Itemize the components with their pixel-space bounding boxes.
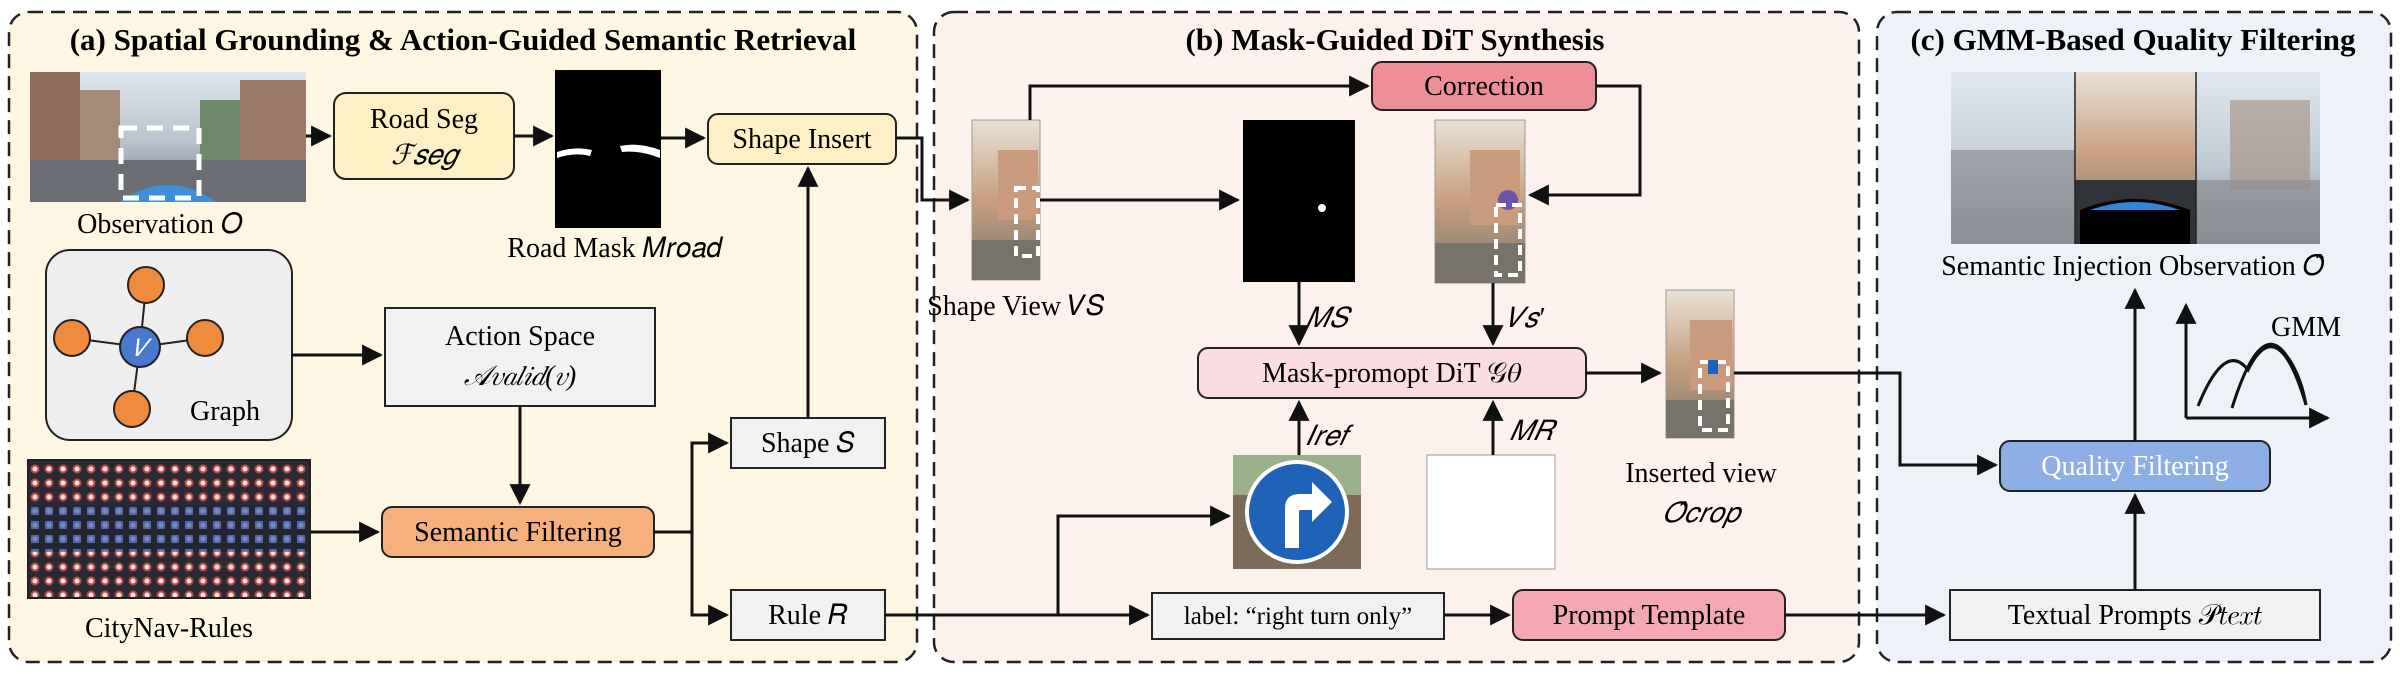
shape-view-label: Shape View 𝑉𝑆 [927, 291, 1105, 322]
road-mask-image [555, 70, 661, 228]
semantic-injection-image [1951, 72, 2320, 244]
semantic-filtering-label: Semantic Filtering [414, 517, 622, 548]
panel-b-arrows [885, 75, 1999, 626]
observation-image [30, 72, 306, 202]
panel-b-title: (b) Mask-Guided DiT Synthesis [1186, 22, 1605, 57]
gmm-plot [2175, 302, 2331, 429]
panel-c-title: (c) GMM-Based Quality Filtering [1910, 22, 2356, 57]
gmm-label: GMM [2271, 312, 2341, 343]
prompt-template-label: Prompt Template [1553, 600, 1746, 631]
iref-label: 𝐼𝑟𝑒𝑓 [1306, 421, 1355, 452]
road-seg-label: Road Seg [370, 104, 478, 135]
ms-label: 𝑀𝑆 [1306, 303, 1353, 334]
mr-label: 𝑀𝑅 [1510, 416, 1558, 447]
graph-label: Graph [190, 396, 260, 427]
label-box [1151, 592, 1445, 640]
textual-prompts-label: Textual Prompts 𝒫𝑡𝑒𝑥𝑡 [2008, 600, 2263, 631]
shape-insert-label: Shape Insert [732, 124, 871, 155]
rule-label: Rule 𝑅 [768, 600, 848, 631]
vs-label: 𝑉𝑠′ [1506, 303, 1545, 334]
dit-label: Mask-promopt DiT 𝒢𝜃 [1262, 358, 1522, 389]
action-space-box [384, 307, 656, 407]
graph-panel [45, 249, 293, 441]
shape-label: Shape 𝑆 [761, 428, 855, 459]
mask-ms-image [1243, 120, 1355, 282]
action-space-symbol: 𝒜𝑣𝑎𝑙𝑖𝑑(𝑣) [464, 361, 576, 392]
mask-mr-image [1426, 454, 1556, 570]
road-mask-label: Road Mask 𝑀𝑟𝑜𝑎𝑑 [507, 233, 723, 264]
rule-box [730, 589, 886, 641]
quality-filtering-label: Quality Filtering [2041, 451, 2228, 482]
semantic-injection-label: Semantic Injection Observation 𝑂̂ [1941, 251, 2325, 282]
panel-b [932, 10, 1861, 664]
panel-a-arrows [292, 125, 819, 626]
citynav-rules-label: CityNav-Rules [85, 613, 253, 644]
action-space-label: Action Space [445, 321, 595, 352]
graph-center-label: 𝑉 [132, 336, 152, 362]
shape-box [730, 417, 886, 469]
inserted-view-symbol: 𝑂̂𝑐𝑟𝑜𝑝 [1663, 498, 1743, 529]
correction-label: Correction [1424, 71, 1544, 102]
textual-prompts-box [1949, 589, 2321, 641]
shape-view-image [971, 119, 1041, 281]
citynav-rules-image [27, 459, 311, 599]
sign-reference-image [1233, 455, 1361, 569]
road-seg-symbol: ℱ𝑠𝑒𝑔 [391, 140, 462, 171]
panel-a-title: (a) Spatial Grounding & Action-Guided Se… [70, 22, 857, 57]
label-box-text: label: “right turn only” [1184, 603, 1412, 630]
corrected-view-image [1434, 119, 1526, 284]
inserted-view-label: Inserted view [1625, 458, 1777, 489]
inserted-view-image [1665, 289, 1735, 439]
observation-label: Observation 𝑂 [77, 209, 243, 240]
